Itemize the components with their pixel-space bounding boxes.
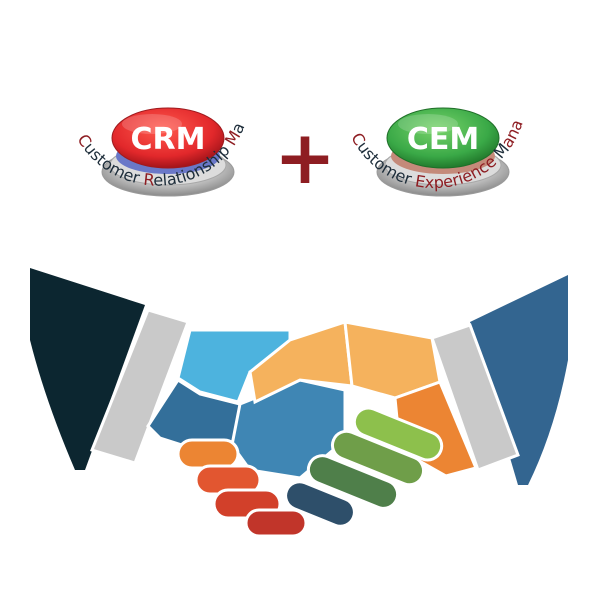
finger-8	[284, 480, 356, 528]
finger-5	[352, 406, 444, 462]
crm-button: CRM	[101, 107, 235, 197]
finger-4	[244, 508, 308, 538]
right-sleeve	[470, 275, 568, 485]
right-cuff	[430, 323, 520, 472]
left-cuff	[89, 308, 190, 465]
finger-1	[176, 438, 240, 470]
cem-arc-e: E	[414, 171, 427, 191]
plus-icon: +	[274, 115, 336, 201]
finger-6	[330, 429, 426, 487]
handshake-illustration	[30, 268, 568, 538]
left-sleeve	[30, 268, 145, 470]
cem-button: CEM	[376, 107, 510, 197]
crm-button-label: CRM	[131, 122, 206, 157]
finger-7	[306, 454, 400, 510]
crm-arc-anagement: anagement	[0, 0, 248, 136]
crm-arc-r: R	[143, 170, 156, 190]
puzzle-piece-light-blue	[176, 328, 292, 404]
cem-button-label: CEM	[407, 122, 479, 157]
